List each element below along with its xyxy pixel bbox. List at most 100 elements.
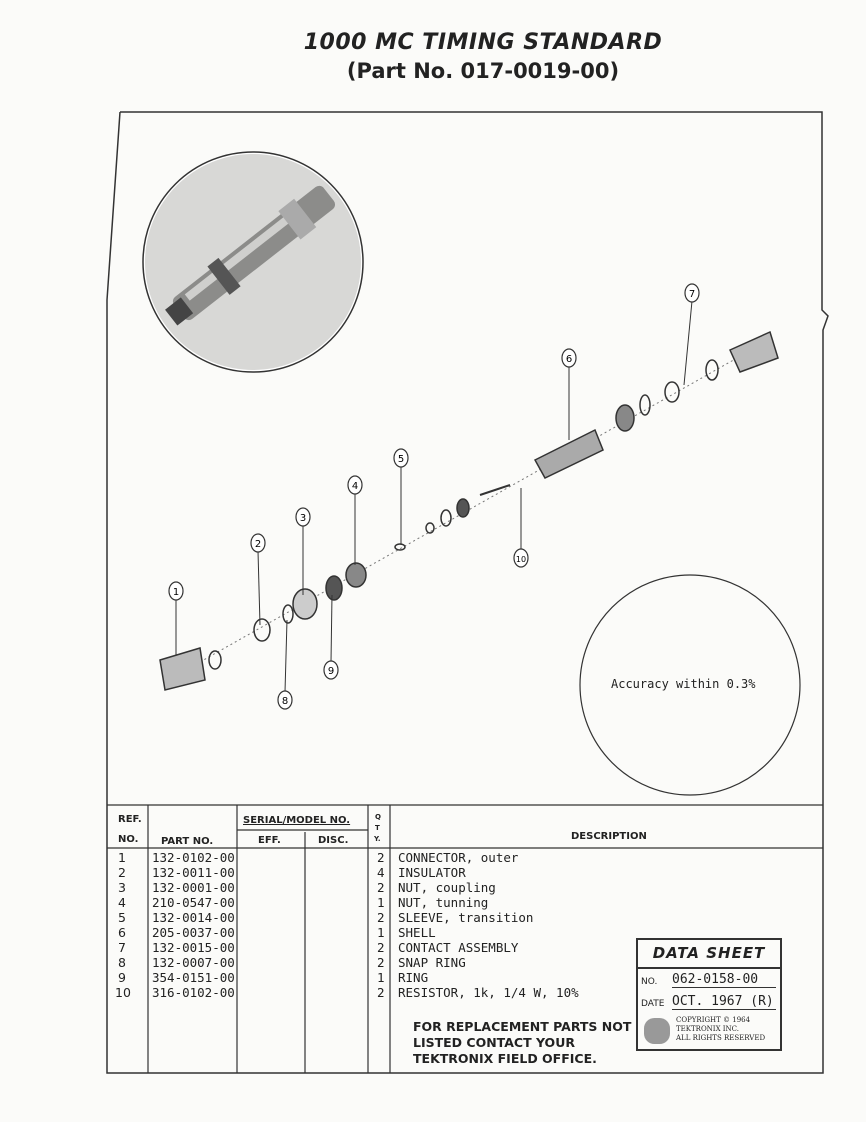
copyright: COPYRIGHT © 1964: [676, 1016, 751, 1024]
assembly-axis: [199, 344, 761, 663]
row-description: SHELL: [398, 925, 436, 940]
callout-9: 9: [323, 660, 339, 680]
row-part-no: 132-0015-00: [152, 940, 235, 955]
row-ref: 1: [118, 850, 126, 865]
callout-circle: [323, 660, 339, 680]
callout-10: 10: [513, 548, 529, 568]
header-disc: DISC.: [318, 835, 349, 846]
company: TEKTRONIX INC.: [676, 1025, 740, 1033]
date-label: DATE: [641, 999, 665, 1009]
row-ref: 9: [118, 970, 126, 985]
row-qty: 2: [377, 880, 385, 895]
row-description: NUT, tunning: [398, 895, 489, 910]
no-label: NO.: [641, 977, 658, 987]
row-qty: 1: [377, 895, 385, 910]
callouts: 1 2 3 4 5 6 7 8 9 10: [168, 283, 700, 710]
row-qty: 2: [377, 955, 385, 970]
row-ref: 7: [118, 940, 126, 955]
header-qty-t: T: [375, 824, 380, 832]
row-part-no: 132-0014-00: [152, 910, 235, 925]
row-part-no: 210-0547-00: [152, 895, 235, 910]
header-qty-y: Y.: [374, 835, 381, 843]
row-part-no: 132-0011-00: [152, 865, 235, 880]
row-description: SNAP RING: [398, 955, 466, 970]
callout-number: 9: [328, 666, 334, 677]
callout-3: 3: [295, 507, 311, 527]
row-ref: 10: [115, 985, 131, 1000]
row-part-no: 354-0151-00: [152, 970, 235, 985]
callout-5: 5: [393, 448, 409, 468]
callout-number: 2: [255, 539, 261, 550]
callout-number: 8: [282, 696, 288, 707]
table-grid: [107, 804, 823, 1073]
part-shell: [533, 428, 604, 479]
header-ref: REF.: [118, 814, 142, 825]
leader-lines: [175, 300, 693, 693]
callout-number: 5: [398, 454, 404, 465]
callout-circle: [513, 548, 529, 568]
row-qty: 1: [377, 925, 385, 940]
row-description: RESISTOR, 1k, 1/4 W, 10%: [398, 985, 579, 1000]
header-serial-model: SERIAL/MODEL NO.: [243, 815, 351, 826]
row-ref: 2: [118, 865, 126, 880]
row-qty: 4: [377, 865, 385, 880]
part-number: (Part No. 017-0019-00): [346, 59, 620, 83]
callout-circle: [684, 283, 700, 303]
callout-circle: [277, 690, 293, 710]
row-description: INSULATOR: [398, 865, 466, 880]
row-qty: 1: [377, 970, 385, 985]
row-ref: 8: [118, 955, 126, 970]
row-description: NUT, coupling: [398, 880, 496, 895]
callout-number: 6: [566, 354, 572, 365]
callout-number: 10: [516, 555, 526, 564]
callout-7: 7: [684, 283, 700, 303]
row-qty: 2: [377, 850, 385, 865]
header-description: DESCRIPTION: [571, 831, 647, 842]
frame-border: [106, 111, 829, 1074]
row-part-no: 132-0007-00: [152, 955, 235, 970]
header-part-no: PART NO.: [161, 836, 214, 847]
row-qty: 2: [377, 985, 385, 1000]
row-qty: 2: [377, 910, 385, 925]
tektronix-logo: [644, 1018, 670, 1044]
part-connector-outer: [159, 647, 206, 691]
callout-circle: [561, 348, 577, 368]
callout-circle: [168, 581, 184, 601]
row-ref: 3: [118, 880, 126, 895]
callout-circle: [393, 448, 409, 468]
page-title: 1000 MC TIMING STANDARD: [303, 30, 663, 55]
part-contact-end: [729, 330, 779, 373]
row-ref: 6: [118, 925, 126, 940]
header-eff: EFF.: [258, 835, 281, 846]
row-part-no: 205-0037-00: [152, 925, 235, 940]
data-sheet-number: 062-0158-00: [672, 972, 776, 988]
callout-number: 7: [689, 289, 695, 300]
callout-number: 1: [173, 587, 179, 598]
header-qty-q: Q: [375, 813, 381, 821]
accuracy-circle: [579, 574, 801, 796]
callout-1: 1: [168, 581, 184, 601]
data-sheet-title: DATA SHEET: [638, 940, 780, 969]
row-part-no: 132-0001-00: [152, 880, 235, 895]
data-sheet-box: DATA SHEET NO. 062-0158-00 DATE OCT. 1967 …: [636, 938, 782, 1051]
callout-8: 8: [277, 690, 293, 710]
row-ref: 5: [118, 910, 126, 925]
accuracy-note: Accuracy within 0.3%: [611, 677, 756, 691]
row-description: CONNECTOR, outer: [398, 850, 519, 865]
callout-circle: [347, 475, 363, 495]
row-description: SLEEVE, transition: [398, 910, 534, 925]
callout-number: 3: [300, 513, 306, 524]
callout-number: 4: [352, 481, 358, 492]
callout-2: 2: [250, 533, 266, 553]
callout-circle: [295, 507, 311, 527]
parts: [159, 330, 779, 691]
row-part-no: 132-0102-00: [152, 850, 235, 865]
row-ref: 4: [118, 895, 126, 910]
row-qty: 2: [377, 940, 385, 955]
callout-6: 6: [561, 348, 577, 368]
callout-circle: [250, 533, 266, 553]
callout-4: 4: [347, 475, 363, 495]
data-sheet-date: OCT. 1967 (R): [672, 994, 776, 1010]
